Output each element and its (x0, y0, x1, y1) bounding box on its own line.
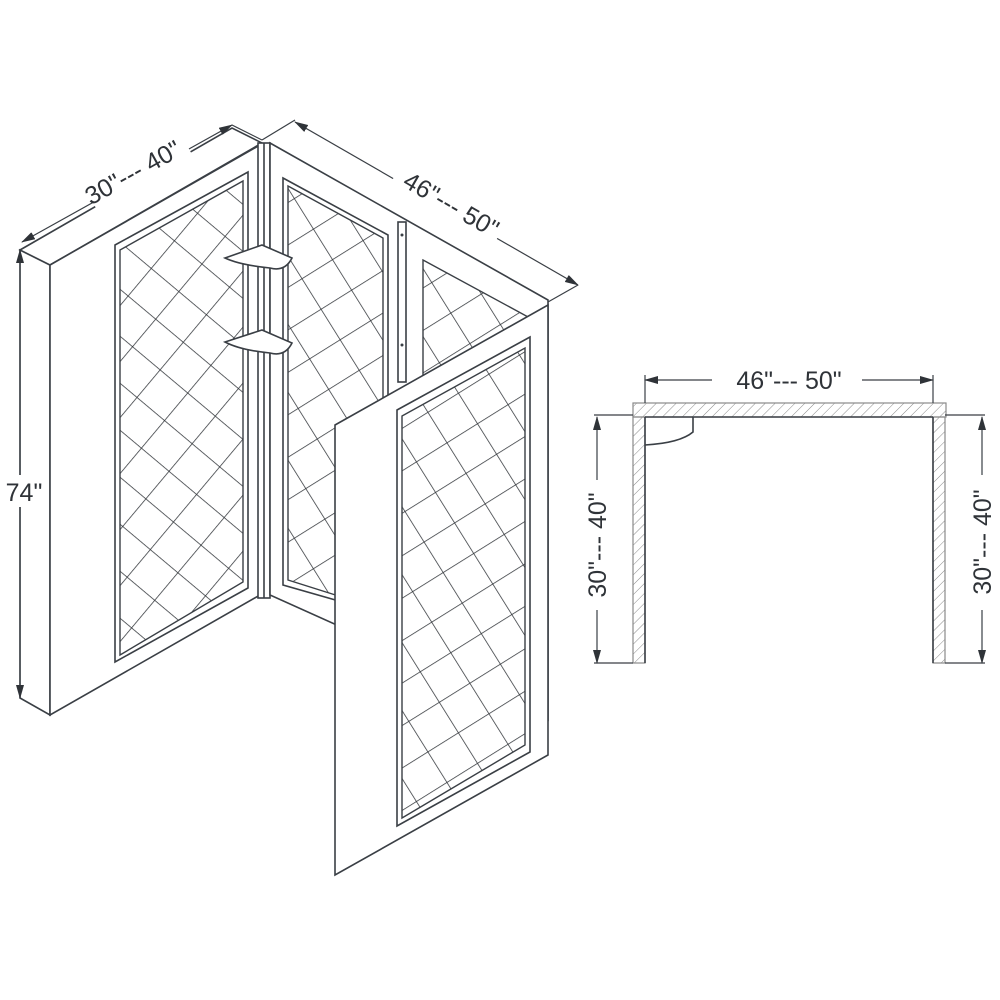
plan-left-depth-label: 30"--- 40" (584, 492, 612, 597)
plan-back-wall (632, 402, 947, 418)
isometric-view: 30"--- 40" 46"--- 50" 74" (0, 119, 579, 877)
plan-right-depth-label: 30"--- 40" (969, 489, 997, 594)
back-wall-seam (397, 221, 407, 383)
left-wall-lattice-panel (119, 179, 244, 657)
plan-right-wall (932, 416, 946, 664)
corner-shelf-upper (222, 244, 294, 270)
plan-corner-shelf (644, 417, 694, 446)
height-label: 74" (6, 479, 43, 507)
plan-left-wall (632, 416, 646, 664)
corner-shelf-lower (222, 329, 294, 355)
plan-view: 46"--- 50" 30"--- 40" 30"--- 40" (582, 364, 998, 664)
front-panel-lattice (401, 346, 526, 820)
plan-back-width-label: 46"--- 50" (736, 367, 841, 395)
